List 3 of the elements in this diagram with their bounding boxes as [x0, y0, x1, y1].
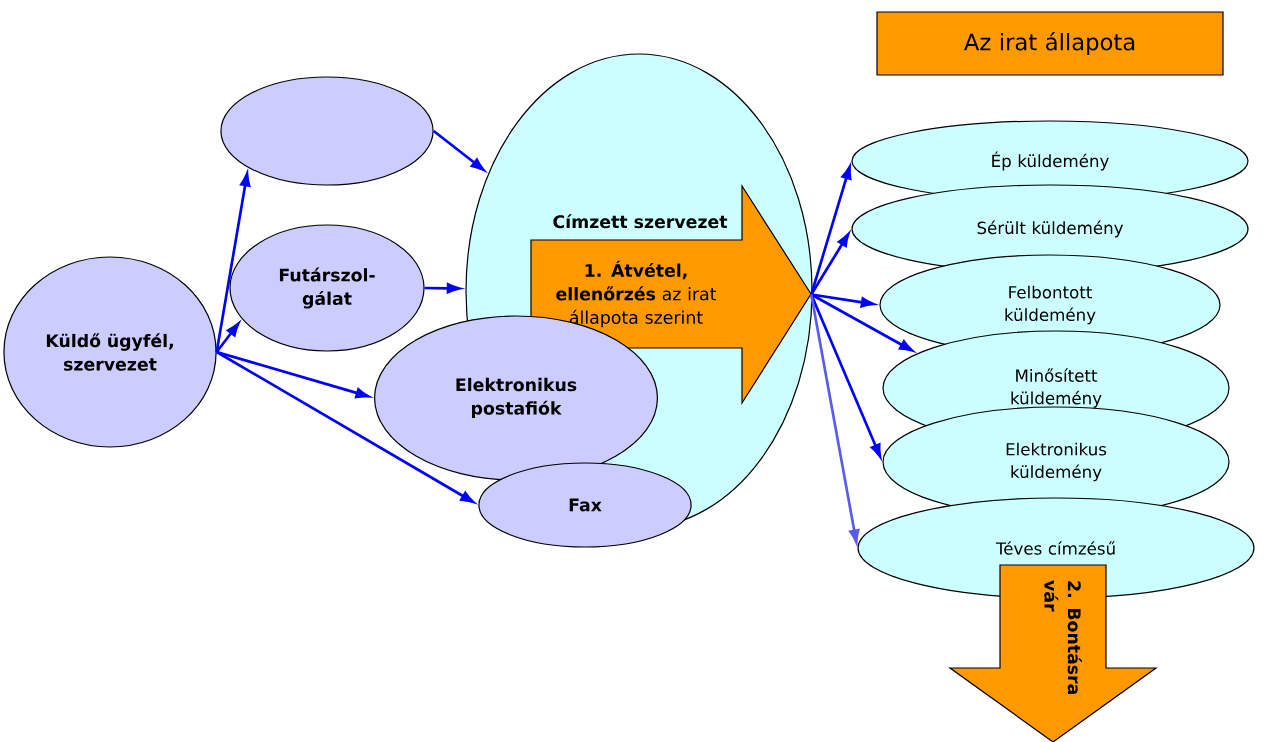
title-box: Az irat állapota	[876, 11, 1224, 76]
arrow	[432, 129, 485, 171]
carrier-ellipse	[220, 76, 434, 186]
